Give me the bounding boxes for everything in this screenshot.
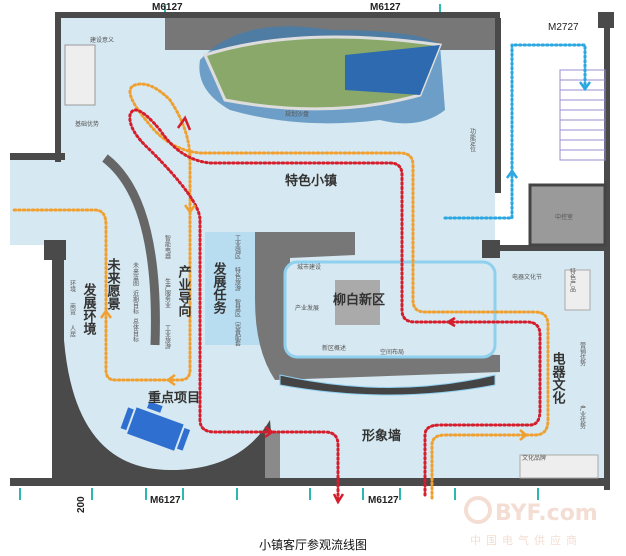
route-arrows: [99, 81, 592, 505]
tasks-item: 工业强区: [234, 235, 241, 259]
label-environment: 发展环境: [81, 282, 98, 336]
future-item: 总体目标: [132, 317, 139, 343]
route-orange: [10, 82, 550, 500]
future-item: 近期目标: [132, 289, 139, 315]
label-key-projects: 重点项目: [148, 390, 200, 406]
product-display: [564, 269, 591, 311]
culture-brand-stand: [519, 454, 599, 479]
route-red: [128, 108, 542, 502]
label-electric: 电器文化: [550, 351, 567, 405]
task-panel: [205, 232, 263, 345]
watermark-logo: BYF.com 中国电气供应商: [464, 496, 598, 547]
arrow-icon: [165, 373, 176, 387]
central-island: [255, 232, 500, 380]
circle-room-wall: [64, 340, 275, 478]
arrow-icon: [578, 81, 592, 92]
label-foundation: 基础优势: [75, 120, 99, 128]
electric-item: 产业优势: [579, 404, 586, 430]
label-feature-town: 特色小镇: [285, 173, 337, 189]
door-label: M6127: [370, 2, 401, 13]
dark-curved-band: [279, 374, 496, 396]
project-table: [120, 401, 191, 451]
arrow-icon: [332, 493, 345, 505]
door-label: M2727: [548, 22, 579, 33]
environment-item: 人居: [69, 325, 76, 338]
staircase: [559, 69, 606, 161]
district-item: 新区概述: [322, 344, 346, 352]
electric-item: 文化品牌: [522, 454, 546, 462]
route-blue: [443, 43, 587, 220]
door-marks: [19, 4, 539, 500]
district-title-block: [335, 280, 380, 325]
pillar: [265, 433, 280, 478]
door-label: M6127: [152, 2, 183, 13]
district-item: 空间布局: [380, 348, 404, 356]
door-label: M6127: [368, 495, 399, 506]
walls: [10, 12, 614, 490]
arrow-icon: [505, 168, 519, 179]
electric-item: 营销优势: [579, 341, 586, 367]
label-sand-table: 规划沙盘: [285, 110, 309, 118]
caption: 小镇客厅参观流线图: [259, 537, 367, 552]
tasks-item: 特色旅游: [234, 266, 241, 292]
arrow-icon: [519, 429, 528, 441]
display-stand: [64, 44, 96, 106]
arrow-icon: [264, 425, 275, 439]
label-future: 未来愿景: [105, 257, 122, 311]
arrow-icon: [183, 204, 197, 215]
label-district: 柳白新区: [333, 292, 385, 308]
label-tasks: 发展任务: [211, 261, 228, 315]
district-item: 城市建设: [297, 263, 321, 271]
label-significance: 建设意义: [90, 36, 114, 44]
arrow-icon: [99, 308, 113, 319]
svg-text:中国电气供应商: 中国电气供应商: [470, 533, 582, 547]
label-industry: 产业导向: [176, 264, 192, 318]
arrow-icon: [176, 115, 192, 131]
district-item: 产业发展: [295, 304, 319, 312]
future-item: 未来蓝图: [132, 261, 139, 287]
environment-item: 商贸: [69, 302, 76, 316]
industry-item: 生产服务业: [164, 277, 171, 308]
industry-item: 工业旅游: [164, 325, 171, 350]
control-room: [528, 183, 607, 247]
label-function: 功能定位: [469, 127, 476, 152]
tasks-item: 完善配套: [234, 321, 241, 347]
electric-item: 特色产品: [569, 267, 576, 293]
sand-table-water: [345, 45, 440, 95]
tasks-item: 智慧区: [234, 298, 241, 317]
industry-item: 智能电器: [164, 234, 171, 260]
dimension-label: 200: [76, 496, 87, 513]
svg-text:BYF.com: BYF.com: [495, 501, 598, 526]
label-control-room: 中控室: [555, 213, 573, 221]
door-label: M6127: [150, 495, 181, 506]
environment-item: 环境: [69, 280, 76, 293]
label-image-wall: 形象墙: [362, 428, 401, 444]
electric-item: 电器文化节: [512, 273, 542, 281]
arrow-icon: [445, 316, 456, 328]
curved-partition: [102, 154, 160, 346]
